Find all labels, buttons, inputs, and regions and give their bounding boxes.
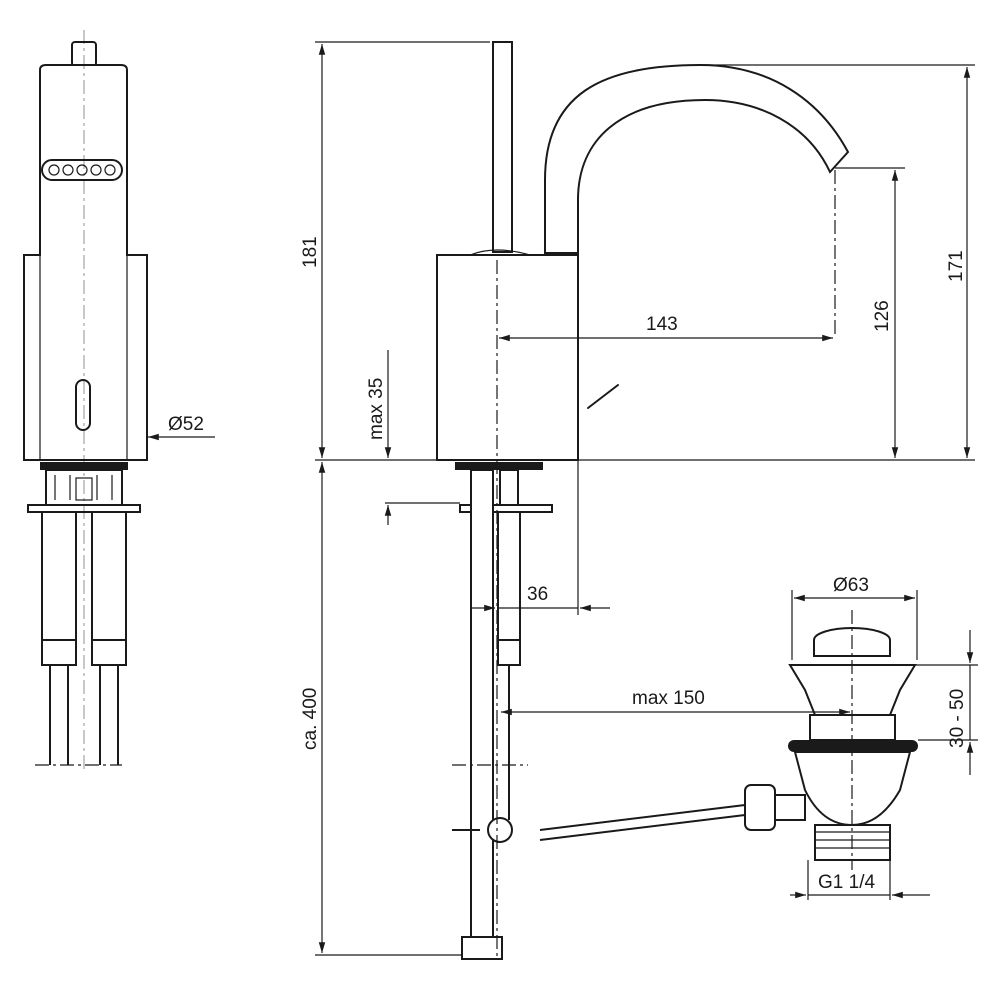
side-view — [436, 41, 850, 960]
dim-offset: 36 — [527, 584, 548, 605]
dim-thread: G1 1/4 — [818, 872, 875, 893]
dim-max-deck: max 35 — [366, 378, 387, 440]
dim-rod-reach: max 150 — [632, 688, 705, 709]
dim-spout-reach: 143 — [646, 314, 678, 335]
dim-waste-diameter: Ø63 — [833, 575, 869, 596]
dim-outlet-height: 126 — [872, 300, 893, 332]
dim-total-height: 181 — [300, 236, 321, 268]
aerator-icon — [41, 159, 123, 181]
dim-spout-height: 171 — [946, 250, 967, 282]
waste-fitting — [744, 610, 918, 870]
dim-hose-length: ca. 400 — [300, 688, 321, 750]
lever-icon — [75, 379, 91, 431]
dim-body-diameter: Ø52 — [168, 414, 204, 435]
front-view — [23, 30, 148, 770]
dim-waste-range: 30 - 50 — [947, 689, 968, 748]
